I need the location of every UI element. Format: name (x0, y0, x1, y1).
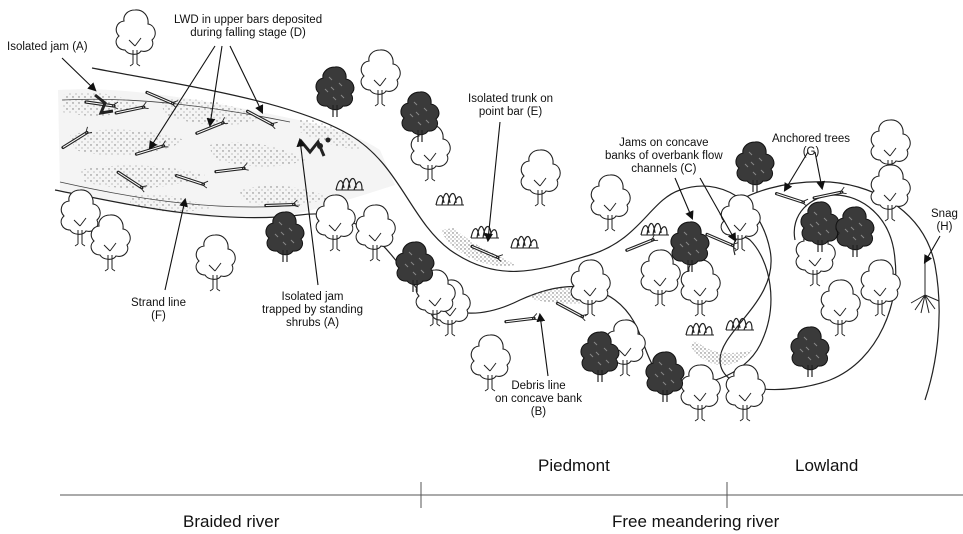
label-isolated-jam-a: Isolated jam (A) (7, 41, 88, 54)
label-line: Strand line (131, 297, 186, 310)
label-line: during falling stage (D) (174, 27, 322, 40)
label-line: shrubs (A) (262, 317, 363, 330)
label-line: (F) (131, 310, 186, 323)
zone-free-meandering-river: Free meandering river (612, 512, 779, 532)
label-jam-trapped-shrubs: Isolated jam trapped by standing shrubs … (262, 291, 363, 330)
label-strand-line: Strand line (F) (131, 297, 186, 323)
label-line: (B) (495, 406, 582, 419)
zone-scale-bar (60, 482, 963, 508)
label-line: Debris line (495, 380, 582, 393)
label-line: trapped by standing (262, 304, 363, 317)
trees-white (61, 10, 910, 421)
label-line: point bar (E) (468, 106, 553, 119)
label-line: (G) (772, 146, 850, 159)
label-line: Snag (931, 208, 958, 221)
label-isolated-trunk: Isolated trunk on point bar (E) (468, 93, 553, 119)
label-line: Jams on concave (605, 137, 723, 150)
label-line: channels (C) (605, 163, 723, 176)
label-line: Isolated trunk on (468, 93, 553, 106)
snag-roots (911, 260, 939, 313)
zone-piedmont: Piedmont (538, 456, 610, 476)
label-jams-concave-banks: Jams on concave banks of overbank flow c… (605, 137, 723, 176)
label-lwd-upper-bars: LWD in upper bars deposited during falli… (174, 14, 322, 40)
label-line: Isolated jam (262, 291, 363, 304)
label-snag: Snag (H) (931, 208, 958, 234)
zone-braided-river: Braided river (183, 512, 279, 532)
label-line: (H) (931, 221, 958, 234)
label-anchored-trees: Anchored trees (G) (772, 133, 850, 159)
label-line: LWD in upper bars deposited (174, 14, 322, 27)
zone-lowland: Lowland (795, 456, 858, 476)
label-line: banks of overbank flow (605, 150, 723, 163)
label-line: Anchored trees (772, 133, 850, 146)
label-debris-line: Debris line on concave bank (B) (495, 380, 582, 419)
label-line: on concave bank (495, 393, 582, 406)
